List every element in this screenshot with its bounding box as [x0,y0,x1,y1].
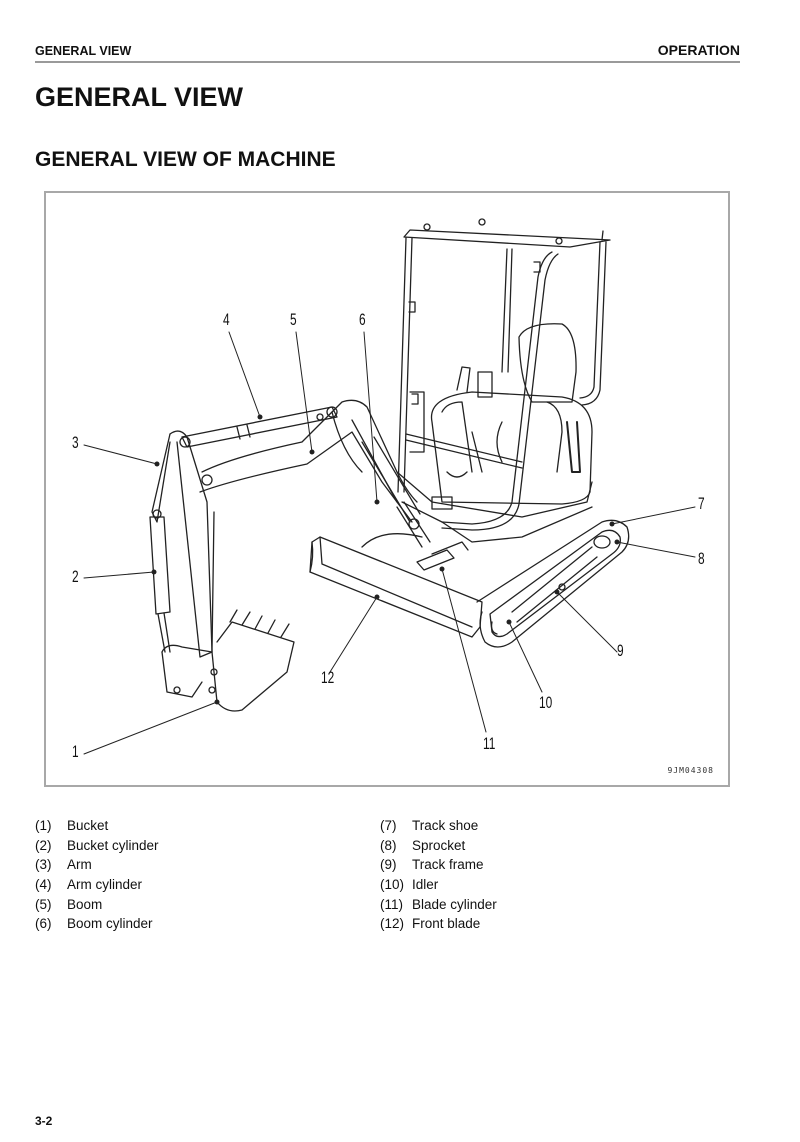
boom-cylinder [361,436,431,548]
leader-arrowheads [151,414,620,705]
header-section: GENERAL VIEW [35,44,132,58]
callout-12: 12 [321,668,335,687]
parts-legend-right: (7) Track shoe (8) Sprocket (9) Track frame… [380,818,497,936]
legend-number: (12) [380,916,405,932]
legend-item: (4) Arm cylinder [35,877,159,897]
legend-label: Idler [412,877,439,893]
bucket [161,609,295,712]
callout-8: 8 [698,549,705,568]
legend-label: Boom [67,896,103,912]
leader-10 [508,621,543,693]
legend-item: (12) Front blade [380,916,497,936]
leader-9 [556,591,618,653]
operator-seat [430,323,593,505]
bucket-cylinder [149,509,171,653]
legend-label: Bucket [67,818,109,833]
callout-7: 7 [698,494,705,513]
legend-item: (8) Sprocket [380,838,497,858]
header-chapter: OPERATION [657,42,740,58]
page-number: 3-2 [35,1114,53,1128]
callout-11: 11 [483,734,496,753]
legend-number: (5) [35,896,52,912]
callout-3: 3 [72,433,79,452]
parts-legend-left: (1) Bucket (2) Bucket cylinder (3) Arm (4) A… [35,818,159,936]
legend-number: (3) [35,857,52,873]
figure-code: 9JM04308 [667,766,714,775]
legend-number: (10) [380,877,405,893]
page-title: GENERAL VIEW [35,82,244,112]
excavator-illustration [83,218,696,755]
legend-item: (10) Idler [380,877,497,897]
track [476,519,630,648]
legend-item: (2) Bucket cylinder [35,838,159,858]
leader-3 [83,444,158,465]
leader-1 [83,701,218,755]
leader-12 [329,596,378,673]
header-divider [35,61,740,63]
callout-9: 9 [617,641,624,660]
leader-lines [83,331,696,755]
legend-item: (9) Track frame [380,857,497,877]
legend-item: (5) Boom [35,897,159,917]
legend-item: (11) Blade cylinder [380,897,497,917]
leader-8 [616,541,696,558]
legend-number: (8) [380,837,397,853]
callout-2: 2 [72,567,79,586]
legend-item: (6) Boom cylinder [35,916,159,936]
legend-label: Arm cylinder [67,877,143,893]
upper-structure [396,471,593,543]
callout-6: 6 [359,310,366,329]
legend-item: (3) Arm [35,857,159,877]
blade-cylinder [361,533,469,571]
legend-label: Track frame [412,857,484,873]
arm-cylinder [179,406,338,448]
legend-label: Boom cylinder [67,916,153,932]
legend-number: (7) [380,818,397,833]
legend-number: (6) [35,916,52,932]
legend-number: (2) [35,837,52,853]
legend-label: Front blade [412,916,481,932]
leader-4 [228,331,261,418]
legend-label: Blade cylinder [412,896,497,912]
legend-label: Track shoe [412,818,479,833]
section-title: GENERAL VIEW OF MACHINE [35,148,336,171]
callout-5: 5 [290,310,297,329]
leader-6 [363,331,378,503]
callout-10: 10 [539,693,553,712]
boom [199,399,418,523]
leader-2 [83,571,155,579]
callout-4: 4 [223,310,230,329]
leader-5 [295,331,313,453]
legend-number: (9) [380,857,397,873]
legend-number: (1) [35,818,52,833]
arm [151,430,215,658]
legend-label: Bucket cylinder [67,837,159,853]
legend-item: (1) Bucket [35,818,159,838]
legend-label: Sprocket [412,837,466,853]
legend-label: Arm [67,857,92,873]
leader-7 [611,506,696,525]
legend-number: (4) [35,877,52,893]
legend-item: (7) Track shoe [380,818,497,838]
machine-figure: 1 2 3 4 5 6 7 8 9 10 11 12 9JM04308 [44,191,730,787]
callout-1: 1 [72,742,79,761]
canopy-frame [397,218,611,531]
legend-number: (11) [380,896,404,912]
leader-11 [441,568,487,733]
